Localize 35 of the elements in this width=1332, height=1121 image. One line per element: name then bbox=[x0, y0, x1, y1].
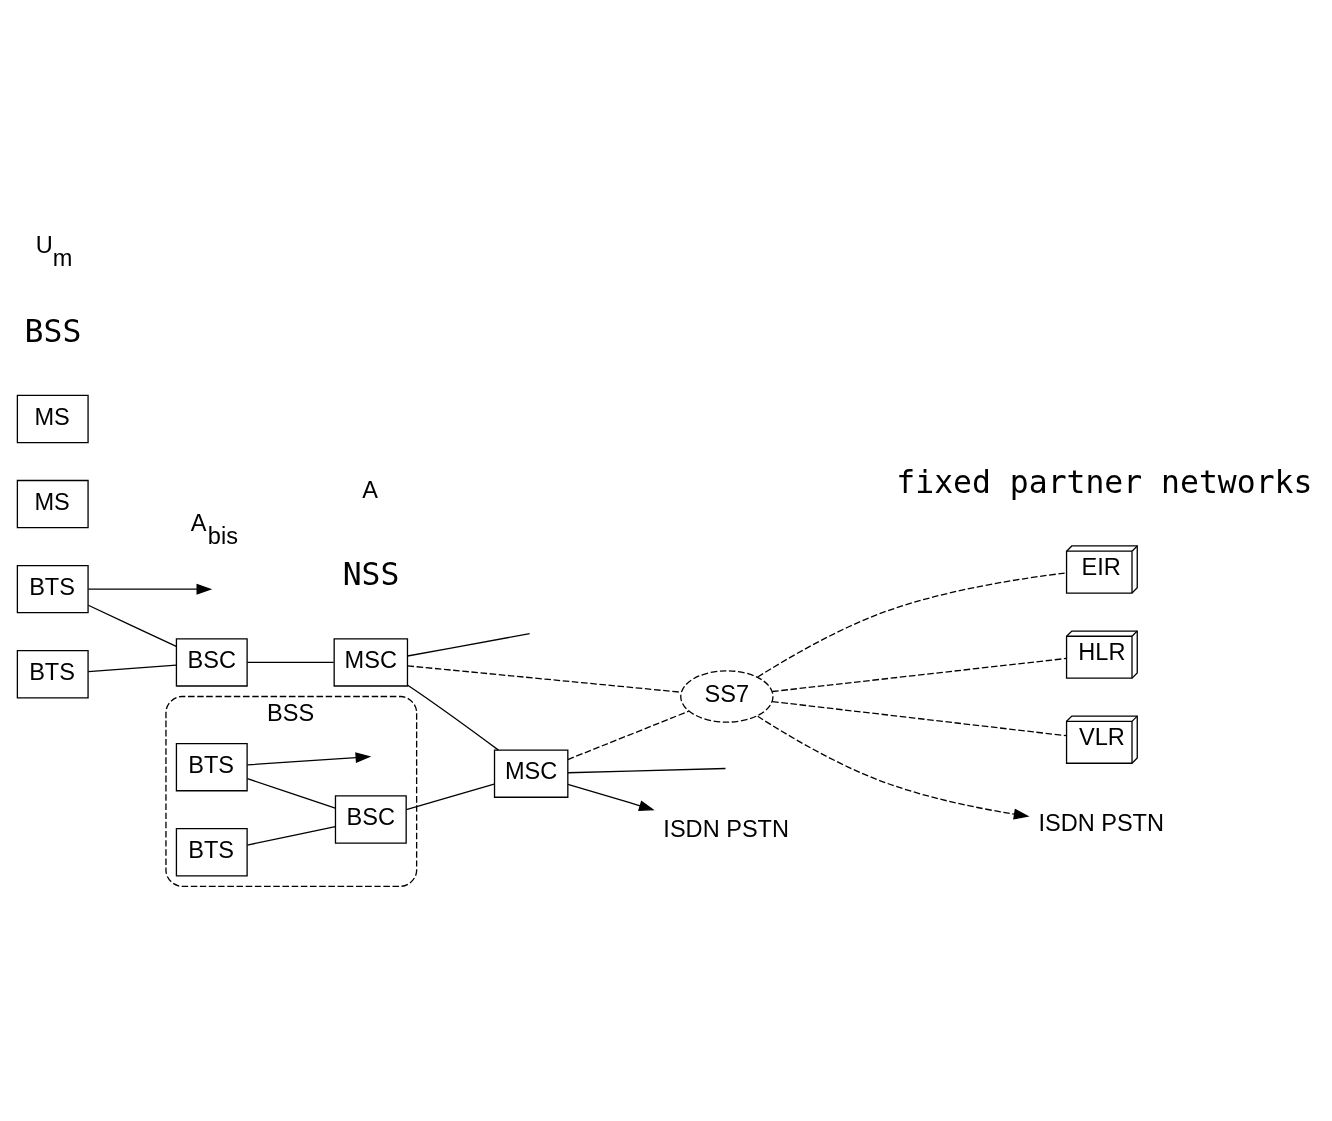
connector bbox=[405, 782, 495, 810]
connector bbox=[407, 684, 500, 751]
connector bbox=[87, 663, 177, 672]
connector bbox=[406, 632, 531, 657]
node-box: BTS bbox=[175, 742, 248, 791]
connector bbox=[771, 657, 1067, 692]
node-box: BTS bbox=[16, 649, 89, 698]
label: NSS bbox=[342, 555, 400, 592]
label: A bbox=[362, 476, 379, 503]
connector bbox=[87, 604, 177, 647]
arrow bbox=[246, 751, 372, 766]
label: fixed partner networks bbox=[896, 463, 1313, 500]
node-text: ISDN PSTN bbox=[1038, 809, 1165, 836]
node-box: BSC bbox=[334, 794, 407, 844]
connector bbox=[567, 710, 690, 760]
arrow bbox=[757, 715, 1030, 820]
connector bbox=[246, 661, 335, 663]
connector bbox=[567, 767, 727, 773]
connector bbox=[406, 664, 682, 693]
node-text: ISDN PSTN bbox=[663, 815, 789, 842]
connector bbox=[757, 571, 1067, 678]
arrow bbox=[567, 783, 655, 811]
node-box: MS bbox=[16, 394, 89, 443]
node-ellipse: SS7 bbox=[680, 669, 774, 723]
node-box: MS bbox=[16, 479, 89, 528]
label: BSS bbox=[24, 312, 82, 349]
arrow bbox=[87, 583, 213, 595]
connector bbox=[246, 777, 336, 809]
node-box: BTS bbox=[175, 827, 248, 876]
node-box: BTS bbox=[16, 564, 89, 613]
node-box: MSC bbox=[493, 749, 569, 798]
connector bbox=[771, 700, 1067, 736]
connector bbox=[246, 825, 336, 846]
node-box: MSC bbox=[333, 637, 409, 687]
node-box: BSC bbox=[175, 637, 248, 687]
